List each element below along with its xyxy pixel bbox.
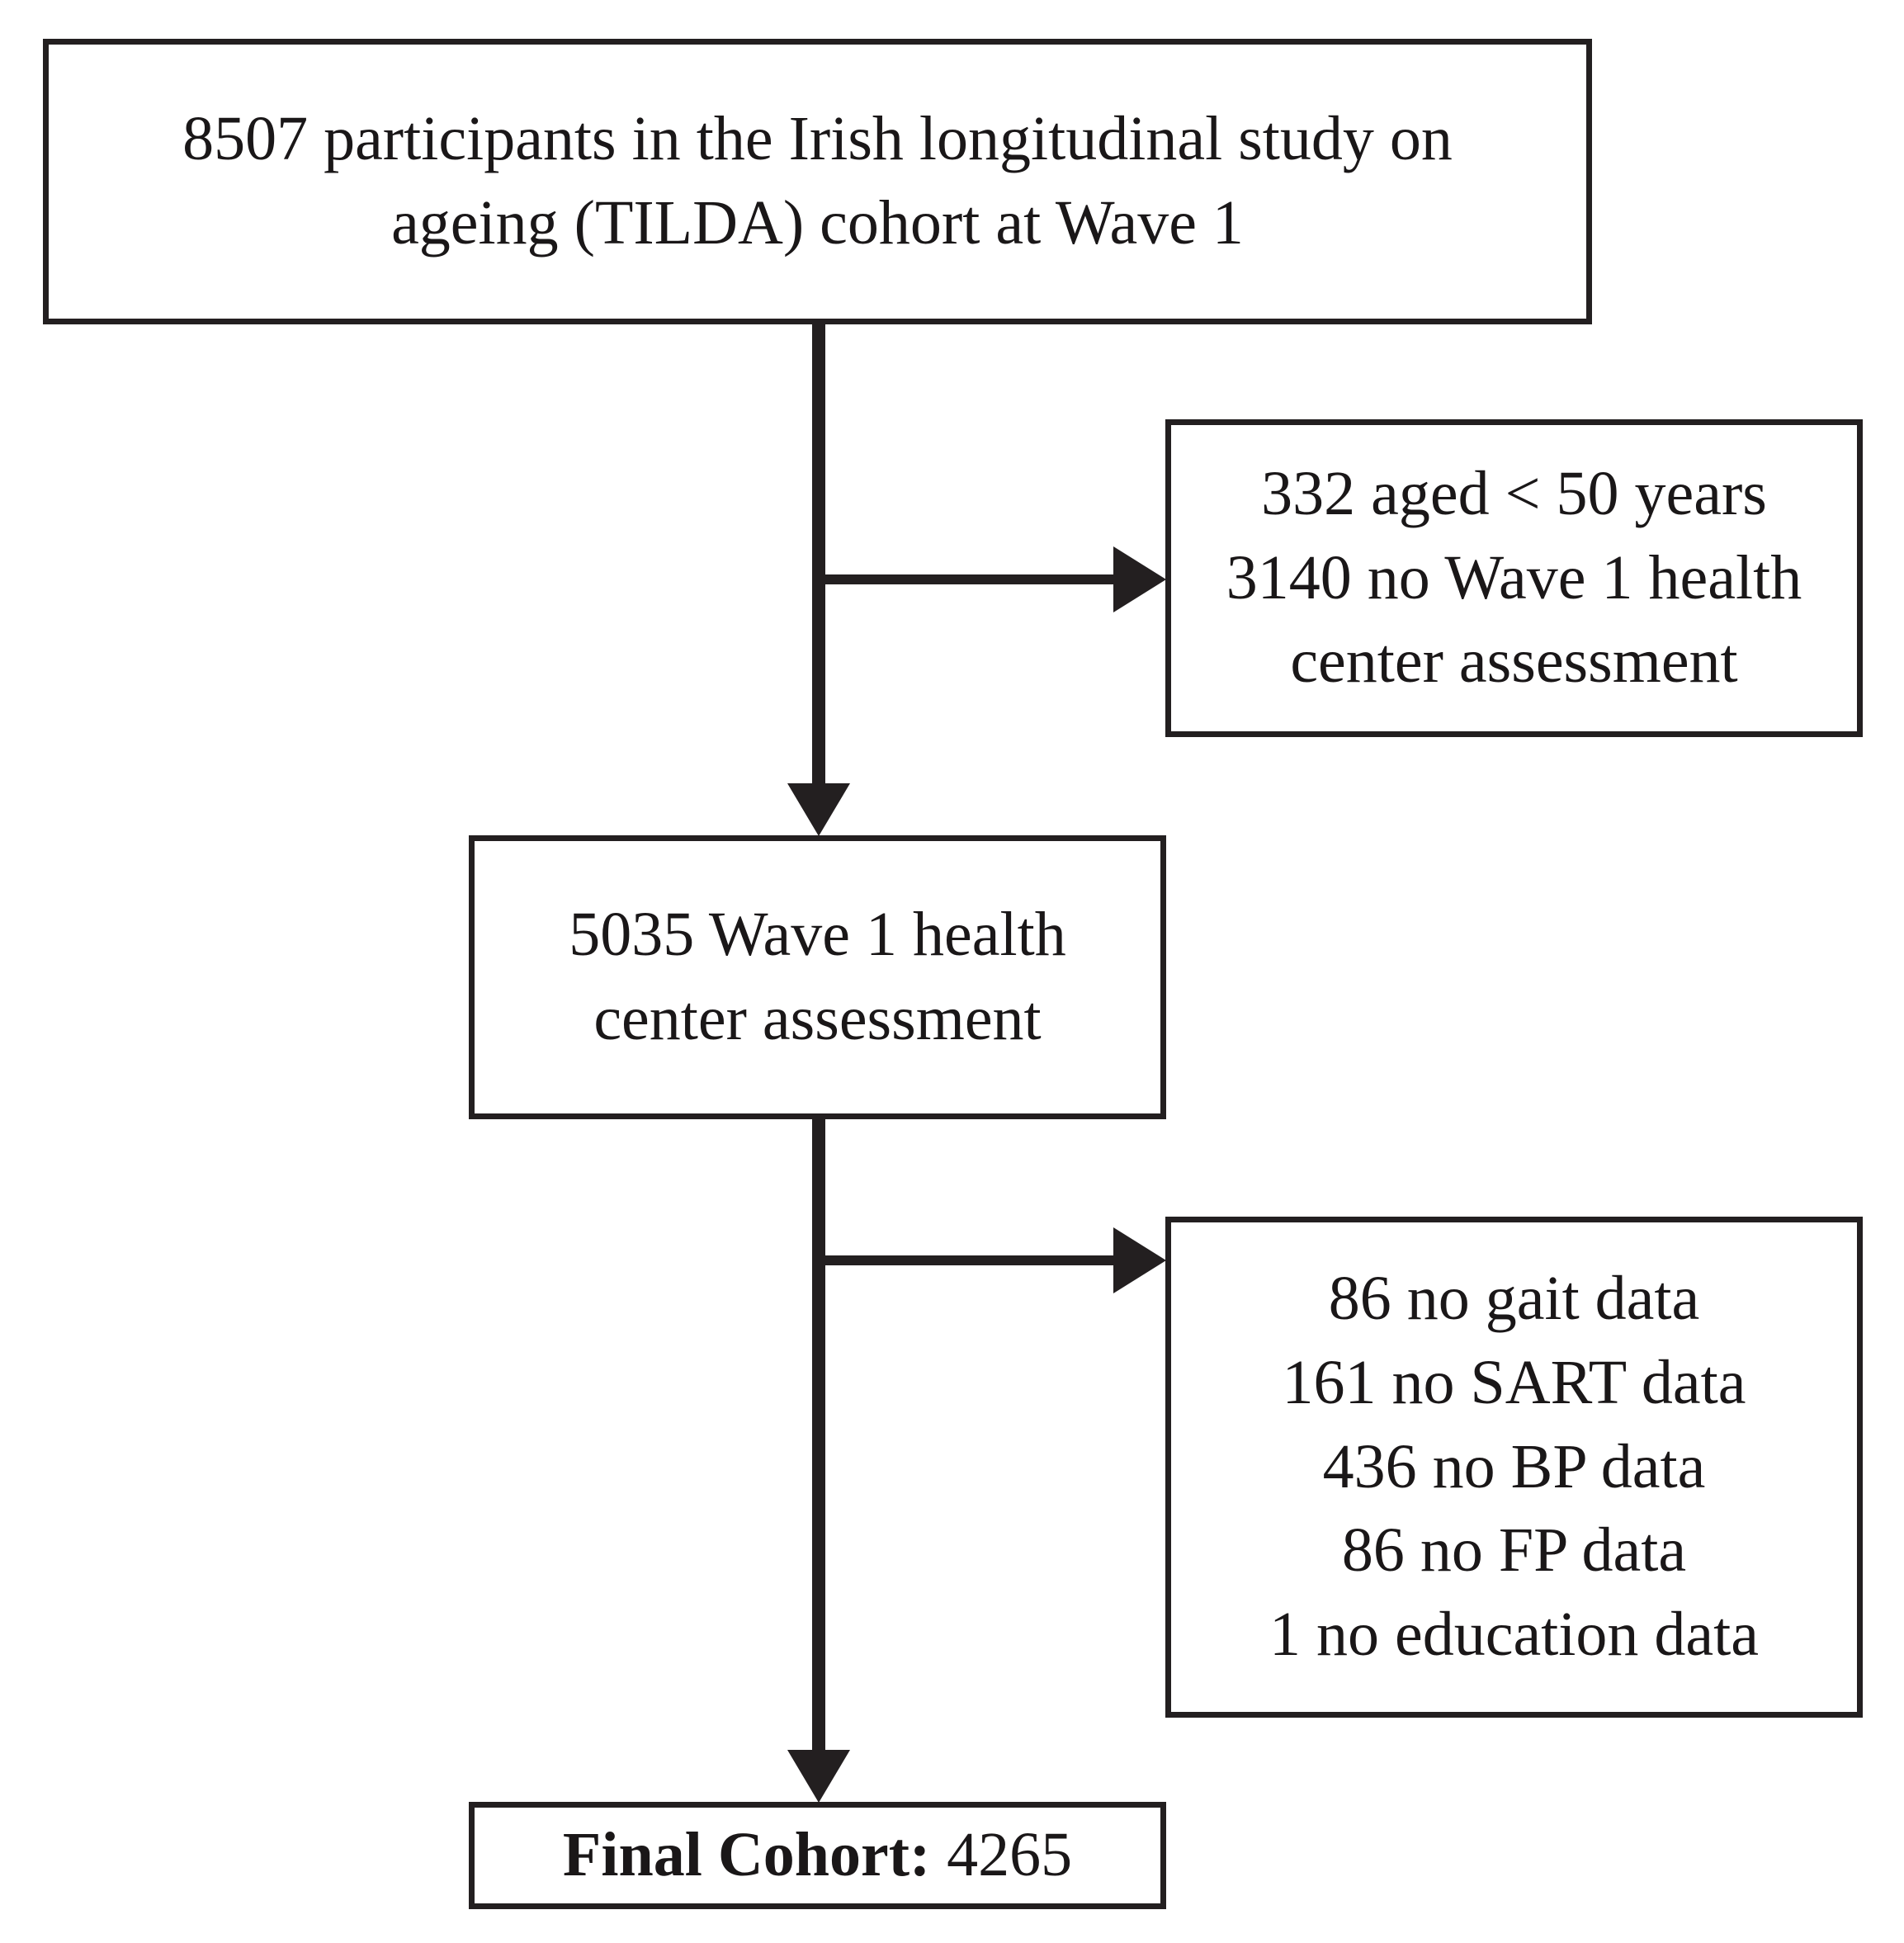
node-exclusion-2-line-3: 436 no BP data (1322, 1431, 1706, 1501)
node-exclusion-2: 86 no gait data 161 no SART data 436 no … (1165, 1217, 1863, 1718)
node-final-cohort: Final Cohort: 4265 (469, 1802, 1166, 1909)
node-exclusion-1-line-2: 3140 no Wave 1 health (1226, 542, 1802, 612)
node-wave1-assessment-line-1: 5035 Wave 1 health (569, 900, 1066, 970)
arrow-down-to-assessment-icon (787, 783, 850, 836)
connector-cohort-to-exclusion1-branch (812, 574, 1119, 584)
final-cohort-label: Final Cohort: (562, 1820, 931, 1890)
node-exclusion-2-line-1: 86 no gait data (1328, 1263, 1700, 1333)
node-exclusion-2-line-2: 161 no SART data (1282, 1347, 1746, 1417)
final-cohort-value: 4265 (947, 1820, 1073, 1890)
node-wave1-assessment: 5035 Wave 1 health center assessment (469, 835, 1166, 1119)
node-cohort-start: 8507 participants in the Irish longitudi… (43, 39, 1592, 324)
node-exclusion-2-line-5: 1 no education data (1269, 1600, 1759, 1670)
connector-assessment-to-final-trunk (812, 1119, 825, 1752)
node-cohort-start-line-2: ageing (TILDA) cohort at Wave 1 (391, 188, 1244, 258)
connector-cohort-to-assessment-trunk (812, 324, 825, 785)
node-exclusion-1: 332 aged < 50 years 3140 no Wave 1 healt… (1165, 419, 1863, 737)
arrow-down-to-final-cohort-icon (787, 1750, 850, 1803)
node-cohort-start-line-1: 8507 participants in the Irish longitudi… (182, 104, 1453, 174)
arrow-right-to-exclusion1-icon (1113, 546, 1166, 612)
arrow-right-to-exclusion2-icon (1113, 1227, 1166, 1293)
connector-assessment-to-exclusion2-branch (812, 1255, 1119, 1265)
node-exclusion-1-line-3: center assessment (1290, 626, 1738, 697)
node-exclusion-2-line-4: 86 no FP data (1341, 1515, 1687, 1586)
node-wave1-assessment-line-2: center assessment (593, 984, 1042, 1053)
node-final-cohort-line: Final Cohort: 4265 (563, 1813, 1072, 1898)
node-exclusion-1-line-1: 332 aged < 50 years (1261, 458, 1767, 528)
